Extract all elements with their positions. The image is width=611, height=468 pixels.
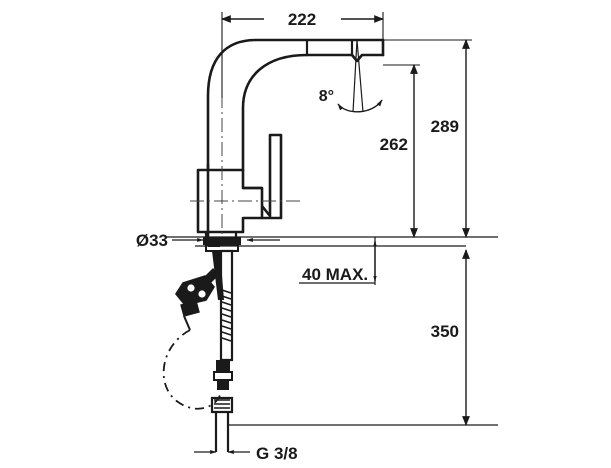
- dimension-262: 262: [380, 64, 420, 238]
- faucet-base-body: [196, 133, 283, 234]
- spout-seam-lines: [305, 40, 354, 55]
- hose-loop-dashed: [162, 329, 222, 410]
- dimension-label-350: 350: [431, 322, 459, 341]
- quick-connect-fitting: [175, 267, 219, 331]
- dimension-label-40-max: 40 MAX.: [302, 265, 368, 284]
- dimension-hole-diameter: Ø33: [136, 231, 280, 250]
- dimension-label-hole-diameter: Ø33: [136, 231, 168, 250]
- base-neck: [204, 232, 238, 237]
- dimension-thread-g38: G 3/8: [194, 444, 298, 463]
- mounting-hardware: [203, 237, 241, 452]
- faucet-body-outline: [206, 38, 385, 239]
- dimension-289: 289: [383, 39, 472, 238]
- dimension-8-degrees: 8°: [319, 39, 383, 113]
- dimension-350: 350: [431, 249, 470, 426]
- handle-inner-line: [261, 205, 271, 217]
- dimension-label-289: 289: [431, 117, 459, 136]
- dimension-222: 222: [221, 10, 384, 98]
- dimension-40-max: 40 MAX.: [299, 237, 377, 285]
- dimension-label-8-degrees: 8°: [319, 88, 334, 105]
- dimension-label-262: 262: [380, 135, 408, 154]
- dimension-label-thread-g38: G 3/8: [256, 444, 298, 463]
- dimension-label-222: 222: [288, 10, 316, 29]
